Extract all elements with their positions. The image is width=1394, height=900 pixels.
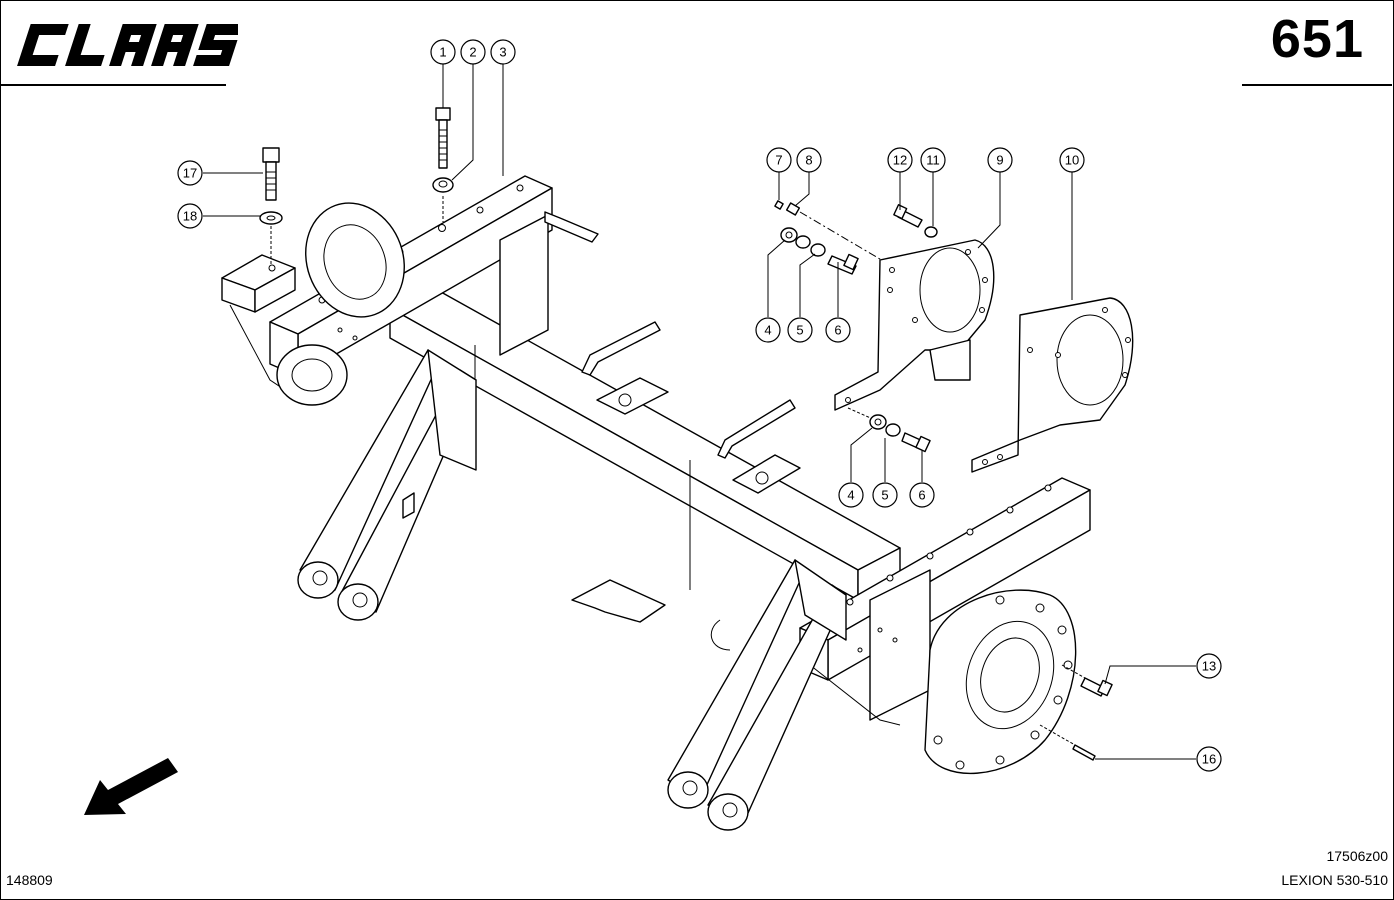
washer-11: [924, 226, 938, 238]
beam-brackets: [544, 211, 801, 651]
washer-18: [259, 211, 283, 225]
svg-text:1: 1: [439, 45, 446, 60]
callout-11: 11: [920, 147, 946, 173]
svg-text:18: 18: [183, 209, 197, 224]
bracket-plate-9: [834, 239, 995, 411]
right-cross-member: [799, 477, 1091, 726]
bolt-1: [435, 107, 451, 169]
drawing-id: 17506z00: [1326, 848, 1388, 864]
svg-text:8: 8: [805, 153, 812, 168]
bolt-6-lower: [901, 432, 931, 453]
pin-16: [1072, 744, 1096, 761]
header-rule-right: [1242, 84, 1392, 86]
claas-logo: [17, 24, 238, 66]
svg-text:12: 12: [893, 153, 907, 168]
right-hub-flange: [924, 589, 1077, 775]
bolt-6-upper: [827, 253, 859, 275]
nut-2: [432, 177, 454, 193]
callout-13: 13: [1196, 653, 1222, 679]
callout-4-lower: 4: [838, 482, 864, 508]
callout-3: 3: [490, 39, 516, 65]
callout-5-upper: 5: [787, 317, 813, 343]
callout-6-lower: 6: [909, 482, 935, 508]
pin-7: [774, 200, 784, 210]
svg-text:6: 6: [834, 323, 841, 338]
callout-1: 1: [430, 39, 456, 65]
callout-12: 12: [887, 147, 913, 173]
svg-text:5: 5: [796, 323, 803, 338]
model-name: LEXION 530-510: [1281, 872, 1388, 888]
callout-7: 7: [766, 147, 792, 173]
leader-lines: [203, 64, 1196, 760]
svg-text:4: 4: [764, 323, 771, 338]
svg-text:5: 5: [881, 488, 888, 503]
svg-text:9: 9: [996, 153, 1003, 168]
svg-text:7: 7: [775, 153, 782, 168]
direction-arrow-icon: [84, 758, 178, 815]
callout-2: 2: [460, 39, 486, 65]
svg-text:16: 16: [1202, 752, 1216, 767]
washer-5-lower: [885, 423, 901, 437]
callout-16: 16: [1196, 746, 1222, 772]
svg-text:13: 13: [1202, 659, 1216, 674]
svg-text:11: 11: [926, 153, 940, 168]
svg-text:3: 3: [499, 45, 506, 60]
svg-text:2: 2: [469, 45, 476, 60]
document-number: 148809: [6, 872, 53, 888]
callout-5-lower: 5: [872, 482, 898, 508]
header-rule-left: [0, 84, 226, 86]
washer-5-upper: [795, 235, 826, 257]
left-swing-arms: [297, 349, 477, 621]
callout-17: 17: [177, 160, 203, 186]
page-number: 651: [1270, 9, 1364, 69]
svg-text:4: 4: [847, 488, 854, 503]
callout-6-upper: 6: [825, 317, 851, 343]
svg-text:6: 6: [918, 488, 925, 503]
right-swing-arms: [667, 559, 847, 831]
callout-8: 8: [796, 147, 822, 173]
callout-9: 9: [987, 147, 1013, 173]
bolt-12: [893, 204, 923, 228]
main-beam: [389, 286, 901, 601]
callout-10: 10: [1059, 147, 1085, 173]
nut-4-lower: [869, 414, 887, 430]
left-hub-flange: [276, 202, 405, 406]
callout-4-upper: 4: [755, 317, 781, 343]
callout-18: 18: [177, 203, 203, 229]
svg-text:10: 10: [1065, 153, 1079, 168]
bolt-13: [1080, 677, 1113, 697]
nut-4-upper: [780, 227, 798, 243]
bracket-plate-10: [971, 297, 1134, 473]
svg-text:17: 17: [183, 166, 197, 181]
bolt-17: [262, 147, 280, 201]
sleeve-8: [785, 202, 801, 216]
